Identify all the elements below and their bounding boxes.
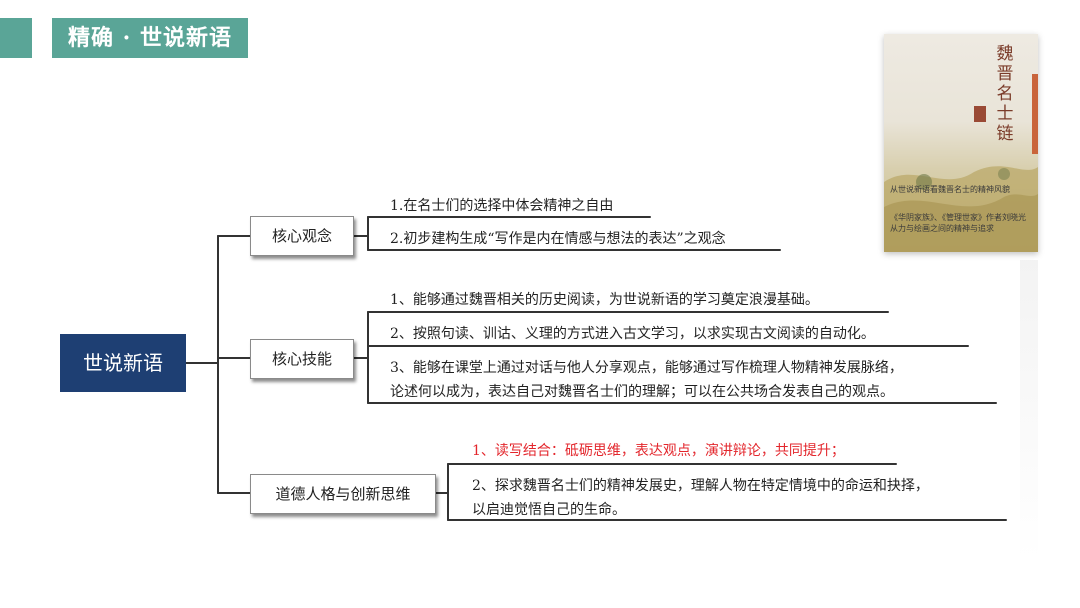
moral-item-1-highlight: 1、读写结合：砥砺思维，表达观点，演讲辩论，共同提升； xyxy=(472,443,845,459)
moral-item-2-line-2: 以启迪觉悟自己的生命。 xyxy=(472,502,626,518)
concept-item-1: 1.在名士们的选择中体会精神之自由 xyxy=(390,198,614,214)
concept-item-2: 2.初步建构生成“写作是内在情感与想法的表达”之观念 xyxy=(390,231,726,247)
book-title: 魏晋名士链 xyxy=(996,44,1014,144)
skill-item-2: 2、按照句读、训诂、义理的方式进入古文学习，以求实现古文阅读的自动化。 xyxy=(390,326,875,342)
book-cover-image: 魏晋名士链 从世说新语看魏晋名士的精神风貌 《华阴家族》、《管理世家》作者刘晓光… xyxy=(884,34,1038,252)
moral-item-2-line-1: 2、探求魏晋名士们的精神发展史，理解人物在特定情境中的命运和抉择， xyxy=(472,478,929,494)
landscape-illustration xyxy=(884,166,1038,252)
branch-moral-innovation: 道德人格与创新思维 xyxy=(250,474,436,514)
mindmap-root: 世说新语 xyxy=(60,334,186,392)
skill-item-1: 1、能够通过魏晋相关的历史阅读，为世说新语的学习奠定浪漫基础。 xyxy=(390,292,819,308)
book-caption-2: 《华阴家族》、《管理世家》作者刘晓光 从力与绘画之间的精神与追求 xyxy=(890,213,1026,233)
book-caption-1: 从世说新语看魏晋名士的精神风貌 xyxy=(890,185,1010,194)
skill-item-3-line-1: 3、能够在课堂上通过对话与他人分享观点，能够通过写作梳理人物精神发展脉络， xyxy=(390,360,903,376)
seal-mark xyxy=(974,106,986,122)
shadow-stripe xyxy=(1020,260,1038,560)
branch-core-skills: 核心技能 xyxy=(250,339,354,379)
corner-accent xyxy=(0,18,32,58)
skill-item-3-line-2: 论述何以成为，表达自己对魏晋名士们的理解；可以在公共场合发表自己的观点。 xyxy=(390,384,894,400)
branch-core-concepts: 核心观念 xyxy=(250,216,354,256)
book-spine-accent xyxy=(1032,74,1038,154)
page-title: 精确 · 世说新语 xyxy=(52,18,248,58)
